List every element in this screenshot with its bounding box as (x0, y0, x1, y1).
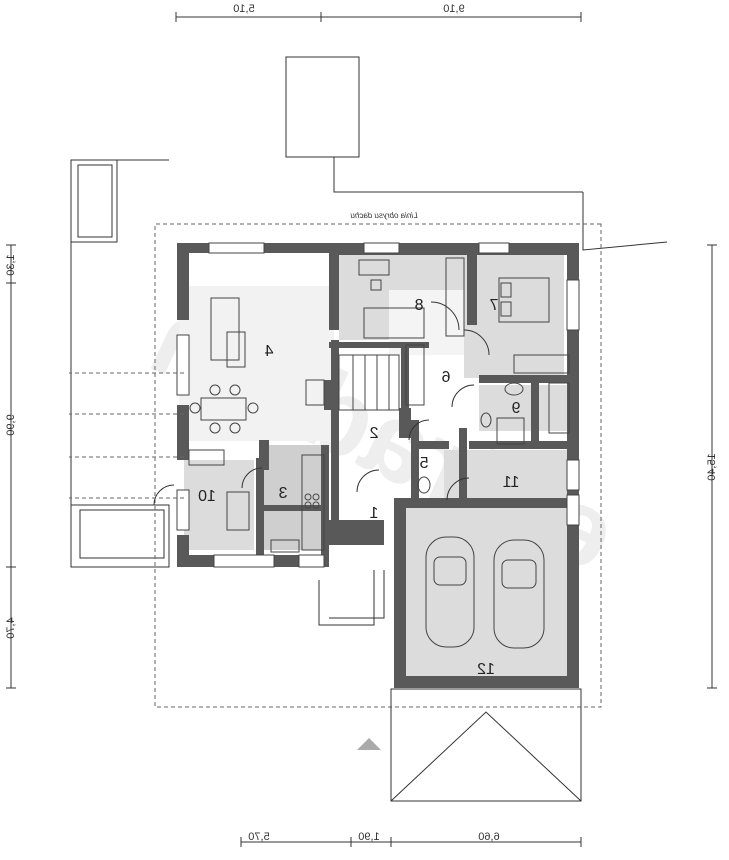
dim-left-1: 1,30 (5, 254, 17, 275)
room-number-8: 8 (414, 297, 423, 314)
doors (153, 301, 490, 506)
room-number-2: 2 (369, 425, 378, 442)
room-number-6: 6 (441, 369, 450, 386)
room-number-10: 10 (198, 488, 216, 505)
dim-left-3: 4,70 (5, 617, 17, 638)
floor-plan-drawing: extradom (6, 12, 717, 847)
room-number-1: 1 (369, 505, 378, 522)
exterior-outline (70, 56, 668, 802)
labels: 5,10 9,10 5,70 1,90 6,60 1,30 9,90 4,70 … (5, 3, 718, 843)
dim-right-1: 15,40 (706, 453, 718, 481)
furniture (188, 257, 570, 649)
room-number-11: 11 (503, 474, 520, 491)
windows (176, 242, 580, 568)
dim-left-2: 9,90 (5, 414, 17, 435)
room-number-12: 12 (477, 661, 495, 678)
dim-bottom-3: 6,60 (478, 831, 499, 843)
dim-top-1: 5,10 (233, 3, 254, 15)
room-number-9: 9 (511, 400, 520, 417)
room-number-5: 5 (419, 455, 428, 472)
dim-bottom-1: 5,70 (248, 831, 269, 843)
dim-top-2: 9,10 (443, 3, 464, 15)
entrance-arrow (357, 738, 381, 750)
room-number-7: 7 (489, 297, 498, 314)
dimension-lines (6, 12, 717, 847)
roof-line-label: Linia obrysu dachu (350, 211, 418, 220)
terrace-posts (69, 372, 184, 499)
dim-bottom-2: 1,90 (358, 831, 379, 843)
room-number-4: 4 (264, 343, 273, 360)
room-number-3: 3 (278, 485, 287, 502)
